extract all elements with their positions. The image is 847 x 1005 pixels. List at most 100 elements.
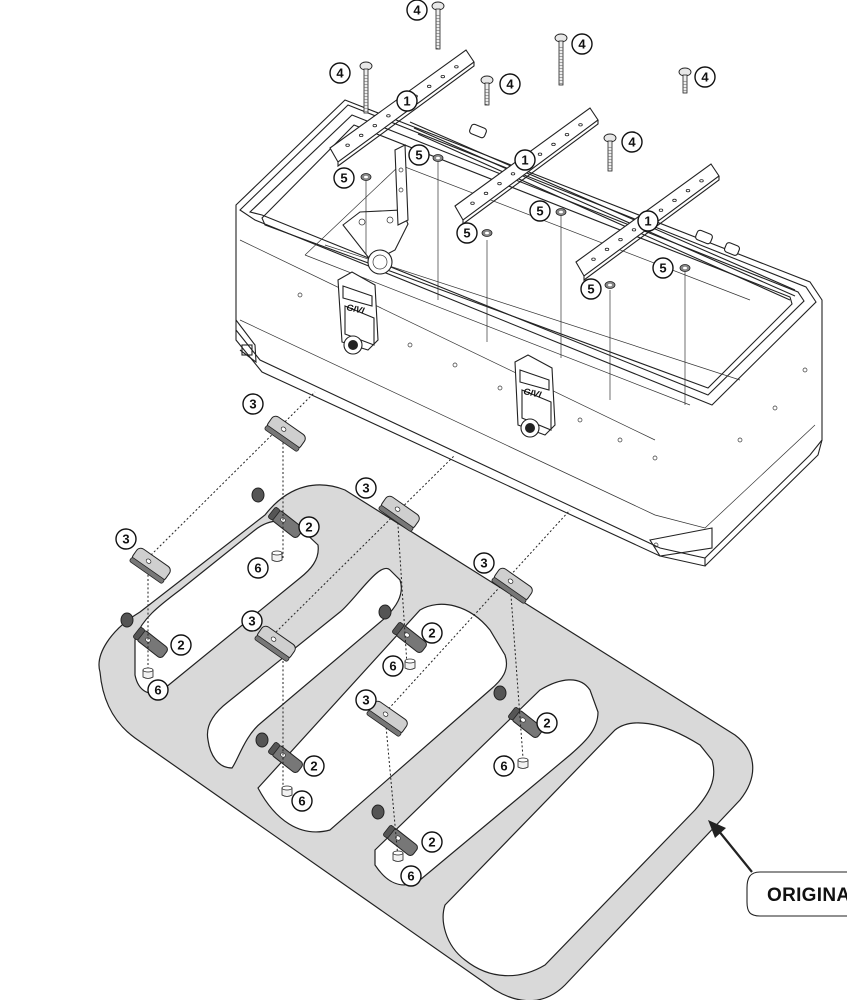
callout-number: 4: [506, 77, 514, 92]
rack-studs: [120, 487, 507, 820]
callout-number: 2: [428, 626, 435, 641]
washer-icon: [481, 229, 493, 237]
callout-number: 5: [659, 261, 666, 276]
part-callout: 6: [147, 679, 169, 701]
plate-hole: [497, 182, 502, 186]
part-callout: 2: [421, 622, 443, 644]
latch-left: GIVI: [337, 271, 379, 355]
plate-hole: [685, 189, 691, 193]
callout-number: 4: [701, 70, 709, 85]
part-callout: 4: [406, 0, 428, 21]
slotted-clamp: [133, 627, 168, 658]
bolt-icon: [603, 133, 617, 172]
callout-number: 3: [249, 397, 256, 412]
original-label: ORIGINAL: [767, 885, 847, 906]
part-callout: 6: [382, 655, 404, 677]
bolt-icon: [431, 1, 445, 50]
plate-hole: [658, 208, 664, 212]
nut-icon: [281, 785, 293, 797]
plate-hole: [551, 142, 556, 146]
plate-hole: [699, 179, 704, 183]
rack-frame: [98, 484, 754, 1002]
original-arrow: [717, 829, 753, 873]
plate-clamp: [366, 700, 408, 737]
bolt-icon: [480, 75, 494, 106]
nut-icon: [392, 850, 404, 862]
part-callout: 5: [652, 257, 674, 279]
case-hinge-rail: [409, 121, 796, 301]
callout-number: 4: [336, 66, 344, 81]
bolt-icon: [554, 33, 568, 86]
callout-number: 2: [543, 716, 550, 731]
callout-number: 6: [500, 759, 507, 774]
callout-number: 6: [407, 869, 414, 884]
plate-hole: [454, 65, 459, 69]
nut-icon: [271, 550, 283, 562]
callout-number: 5: [415, 148, 422, 163]
assembly-lines: [147, 391, 571, 859]
callout-number: 6: [154, 683, 161, 698]
plate-hole: [372, 124, 377, 128]
latch-right: GIVI: [514, 354, 556, 438]
callout-number: 2: [310, 759, 317, 774]
arrow-head-icon: [708, 820, 726, 838]
part-callout: 5: [333, 167, 355, 189]
plate-hole: [537, 152, 543, 156]
callout-number: 3: [480, 556, 487, 571]
part-callout: 6: [291, 790, 313, 812]
plate-clamp: [264, 415, 306, 452]
callout-number: 6: [389, 659, 396, 674]
clamps-slotted: [133, 507, 543, 856]
plate-hole: [618, 238, 623, 242]
callout-number: 4: [578, 37, 586, 52]
bolt-shafts: [365, 158, 686, 405]
washer-icon: [604, 281, 616, 289]
part-callout: 3: [473, 552, 495, 574]
part-callout: 1: [637, 210, 659, 232]
callout-number: 2: [428, 835, 435, 850]
part-callout: 4: [694, 66, 716, 88]
nut-icon: [142, 667, 154, 679]
plate-hole: [483, 191, 489, 195]
part-callout: 3: [241, 610, 263, 632]
rack: ORIGINAL: [98, 484, 847, 1002]
plate-hole: [345, 143, 350, 147]
callout-number: 1: [403, 94, 410, 109]
callout-number: 3: [248, 614, 255, 629]
callout-number: 5: [536, 204, 543, 219]
nut-icon: [517, 757, 529, 769]
plate-hole: [564, 133, 570, 137]
part-callout: 1: [514, 149, 536, 171]
part-callout: 3: [115, 528, 137, 550]
slotted-clamp: [268, 742, 303, 773]
washer-icon: [555, 208, 567, 216]
part-callout: 1: [396, 90, 418, 112]
plate-hole: [631, 228, 637, 232]
plate-hole: [578, 123, 583, 127]
callout-number: 6: [254, 561, 261, 576]
top-case: [235, 99, 823, 567]
part-callout: 6: [247, 557, 269, 579]
callout-number: 4: [413, 3, 421, 18]
slotted-clamp: [383, 825, 418, 856]
part-callout: 4: [329, 62, 351, 84]
original-label-box: [746, 871, 847, 917]
plate-clamp: [129, 547, 171, 584]
bolt-icon: [359, 61, 373, 114]
clamps-plate: [129, 415, 533, 737]
washer-icon: [679, 264, 691, 272]
part-callout: 6: [493, 755, 515, 777]
part-callout: 5: [529, 200, 551, 222]
part-callout: 2: [421, 831, 443, 853]
slotted-clamp: [392, 622, 427, 653]
nut-icon: [404, 658, 416, 670]
part-callout: 4: [621, 131, 643, 153]
bolt-icon: [678, 67, 692, 94]
part-callout: 5: [580, 278, 602, 300]
bolts: [359, 1, 692, 172]
plate-hole: [440, 75, 445, 79]
callout-number: 1: [521, 153, 528, 168]
callout-number: 5: [587, 282, 594, 297]
